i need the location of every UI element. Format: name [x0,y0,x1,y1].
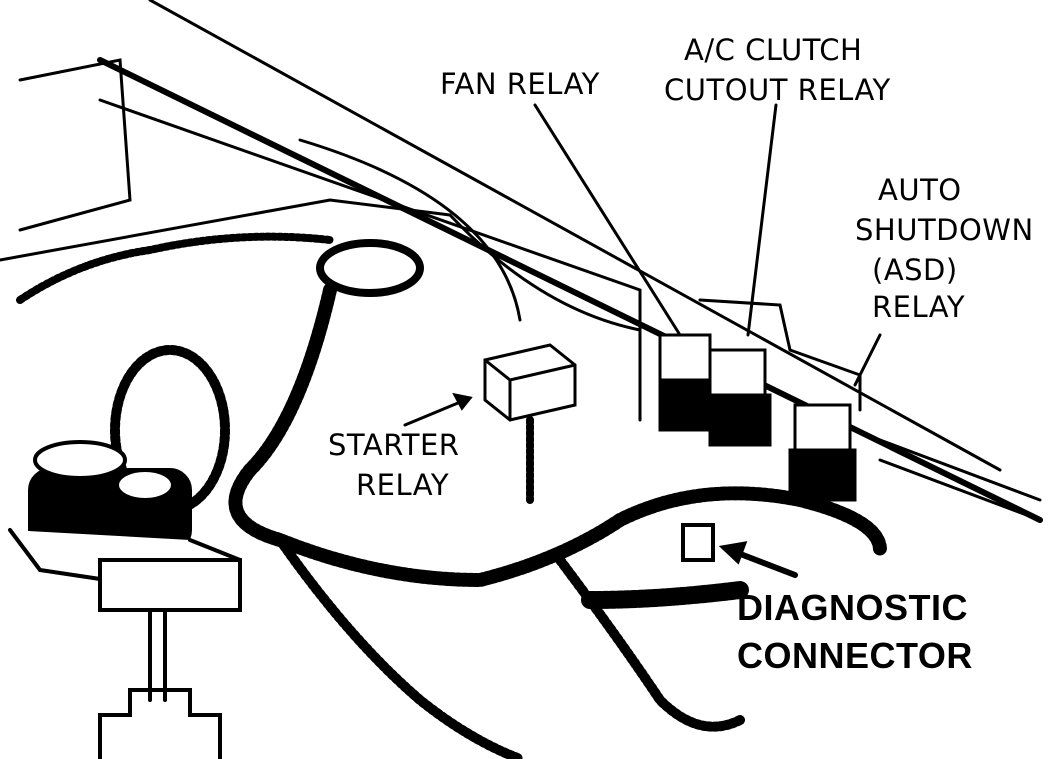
diagnostic-label-line2: CONNECTOR [737,635,973,676]
ac-clutch-label-line1: A/C CLUTCH [684,33,863,67]
ac-clutch-label-line2: CUTOUT RELAY [664,73,891,107]
starter-relay-box [483,343,577,504]
diagnostic-connector [681,523,715,562]
starter-label-line2: RELAY [356,468,450,502]
asd-relay-leader [853,333,882,387]
ac-relay-leader [746,103,778,337]
strut-ring [316,239,424,297]
asd-label-line3: (ASD) [872,253,958,287]
asd-label-line1: AUTO [878,173,962,207]
fan-relay-label: FAN RELAY [440,67,600,101]
relay-bank [658,298,862,502]
asd-label-line4: RELAY [872,290,966,324]
asd-label-line2: SHUTDOWN [855,213,1034,247]
fender-edge [97,57,1043,523]
wire-harness [228,283,887,588]
fan-relay-leader [533,103,682,337]
fender-top [148,0,1002,472]
starter-label-line1: STARTER [328,428,460,462]
diagnostic-label-line1: DIAGNOSTIC [737,587,969,628]
master-cylinder [8,440,242,759]
